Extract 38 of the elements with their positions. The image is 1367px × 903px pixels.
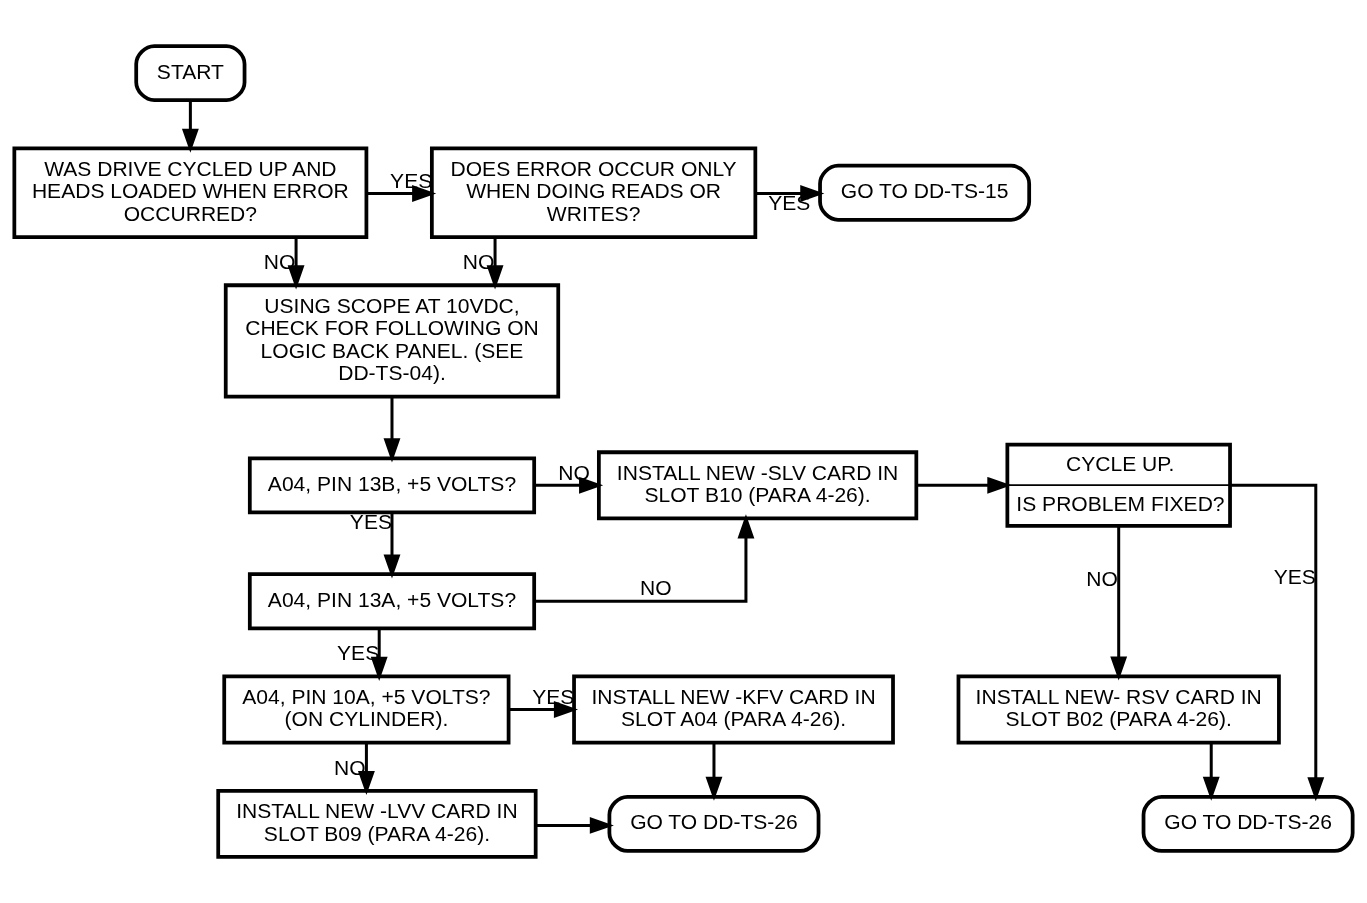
arrow [1202, 743, 1220, 801]
node-box: INSTALL NEW -LVV CARD IN SLOT B09 (PARA 4-26). [216, 788, 538, 859]
arrow [1230, 483, 1325, 802]
arrow [916, 476, 1012, 494]
node-box: A04, PIN 13B, +5 VOLTS? [247, 456, 537, 515]
arrow [366, 185, 437, 202]
arrow [534, 476, 604, 494]
node-box: GO TO DD-TS-26 [1141, 794, 1355, 853]
node-box: USING SCOPE AT 10VDC, CHECK FOR FOLLOWING ON LOGIC BACK PANEL. (SEE DD-TS-04). [223, 283, 561, 399]
node-box: GO TO DD-TS-15 [818, 163, 1032, 222]
arrow [383, 396, 401, 463]
edge-label: NO [639, 576, 672, 600]
edge-label: NO [263, 249, 296, 273]
arrow [755, 185, 825, 202]
arrow [1110, 526, 1128, 681]
node-box: INSTALL NEW- RSV CARD IN SLOT B02 (PARA 4-26). [956, 674, 1281, 745]
arrow [287, 237, 305, 290]
node-box: INSTALL NEW -KFV CARD IN SLOT A04 (PARA 4-26). [572, 674, 895, 745]
node-box: INSTALL NEW -SLV CARD IN SLOT B10 (PARA 4-26). [597, 450, 919, 521]
arrow [508, 701, 578, 718]
node-box: A04, PIN 10A, +5 VOLTS? (ON CYLINDER). [222, 674, 511, 745]
node-box: START [134, 44, 247, 103]
edge-label: YES [337, 641, 380, 665]
node-box: A04, PIN 13A, +5 VOLTS? [247, 572, 537, 631]
arrow [705, 743, 723, 801]
arrow [536, 816, 614, 834]
arrow [357, 743, 375, 795]
node-box: DOES ERROR OCCUR ONLY WHEN DOING READS OR WRITES? [430, 146, 758, 239]
edge-label: NO [462, 249, 495, 273]
arrow [534, 514, 755, 603]
edge-label: NO [558, 460, 590, 484]
node-box: WAS DRIVE CYCLED UP AND HEADS LOADED WHEN ERROR OCCURRED? [12, 146, 369, 239]
arrow [383, 512, 401, 579]
edge-label: NO [1086, 567, 1118, 591]
node-box: GO TO DD-TS-26 [607, 794, 821, 853]
arrow [370, 628, 388, 681]
arrow [486, 237, 504, 290]
arrow [181, 100, 199, 153]
